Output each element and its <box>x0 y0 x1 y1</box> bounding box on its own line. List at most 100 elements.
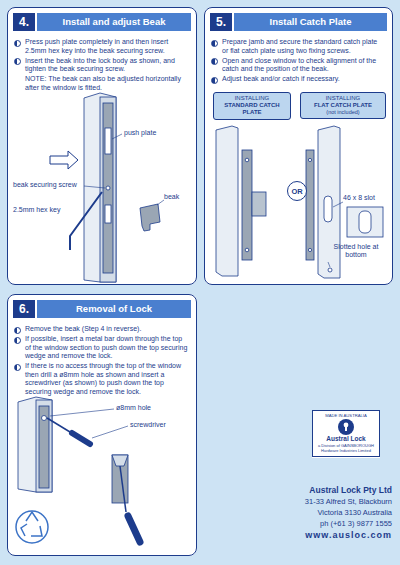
step-number-text: 6. <box>19 302 29 316</box>
tab-text: STANDARD CATCH PLATE <box>216 102 288 116</box>
bullet-row: If there is no access through the top of… <box>14 362 188 396</box>
instruction-text: Insert the beak into the lock body as sh… <box>25 57 188 74</box>
keyhole <box>345 426 347 431</box>
recycle-arrow <box>21 524 27 536</box>
standard-catch-plate <box>242 150 252 260</box>
lock-body <box>112 455 128 503</box>
screwdriver-handle <box>72 433 90 444</box>
recycle-symbol <box>16 511 48 543</box>
part-label: push plate <box>124 129 156 137</box>
or-text: OR <box>291 187 302 196</box>
lock-logo-icon <box>338 419 354 435</box>
screwdriver-shaft <box>47 418 70 432</box>
leader-line <box>333 202 343 207</box>
screwdriver-shaft <box>120 466 126 512</box>
step-number: 5. <box>210 13 232 31</box>
fixing-screw <box>245 248 249 252</box>
step-panel: Install and adjust BeakPress push plate … <box>7 7 197 285</box>
leader-line <box>84 186 105 188</box>
tab-text: INSTALLING <box>216 95 288 102</box>
bullet-icon <box>14 40 21 47</box>
jamb-section <box>216 126 238 276</box>
instruction-text: Prepare jamb and secure the standard cat… <box>222 38 384 55</box>
bullet-icon <box>211 58 218 65</box>
slotted-hole <box>328 268 332 272</box>
step6-drawing <box>16 397 140 543</box>
panel-grounds <box>7 7 393 556</box>
step-instructions: Remove the beak (Step 4 in reverse).If p… <box>14 325 188 398</box>
part-label: www.ausloc.com <box>305 530 392 541</box>
section-face <box>100 97 116 282</box>
leader-line <box>50 409 114 416</box>
screwdriver-handle <box>128 516 140 542</box>
bullet-icon <box>14 58 21 65</box>
instruction-text: Open and close window to check alignment… <box>222 57 384 74</box>
option-tab: INSTALLINGSTANDARD CATCH PLATE <box>213 92 291 120</box>
instruction-text: If possible, insert a metal bar down thr… <box>25 335 188 361</box>
part-label: screwdriver <box>130 421 166 429</box>
logo-text: Austral Lock <box>313 435 379 443</box>
push-arrow <box>50 151 78 169</box>
window-section <box>84 93 116 282</box>
part-label: ø8mm hole <box>116 404 151 412</box>
jamb-section <box>318 126 340 278</box>
part-label: beak <box>164 193 179 201</box>
logo-disc <box>338 419 354 435</box>
instruction-text: NOTE: The beak can also be adjusted hori… <box>25 75 188 92</box>
flat-catch-plate <box>306 150 314 260</box>
section-face <box>36 400 52 492</box>
part-label: 2.5mm hex key <box>13 206 60 214</box>
leader-line <box>112 134 122 139</box>
catch <box>252 192 266 216</box>
tab-text: INSTALLING <box>303 95 383 102</box>
recycle-arrow <box>31 526 42 536</box>
step-number: 4. <box>13 13 35 31</box>
instruction-text: If there is no access through the top of… <box>25 362 188 396</box>
or-circle: OR <box>287 181 307 201</box>
bullet-row: Prepare jamb and secure the standard cat… <box>211 38 384 55</box>
drill-hole <box>42 416 47 421</box>
tab-text: (not included) <box>303 109 383 116</box>
beak-slot <box>105 205 111 223</box>
bullet-icon <box>14 327 21 334</box>
step-title: Install Catch Plate <box>234 13 387 31</box>
fixing-screw <box>308 158 311 161</box>
panel-ground <box>7 294 197 556</box>
securing-screw <box>106 186 110 190</box>
bullet-row: If possible, insert a metal bar down thr… <box>14 335 188 361</box>
option-tab: INSTALLINGFLAT CATCH PLATE(not included) <box>300 92 386 119</box>
step-number-text: 5. <box>216 15 226 29</box>
bullet-icon <box>211 40 218 47</box>
step-instructions: Press push plate completely in and then … <box>14 38 188 94</box>
logo-ground <box>312 410 380 458</box>
bullet-row: Remove the beak (Step 4 in reverse). <box>14 325 188 334</box>
bullet-row: Adjust beak and/or catch if necessary. <box>211 75 384 84</box>
slot <box>324 196 332 222</box>
step-instructions: Prepare jamb and secure the standard cat… <box>211 38 384 85</box>
bullet-row: Press push plate completely in and then … <box>14 38 188 55</box>
instruction-text: Press push plate completely in and then … <box>25 38 188 55</box>
part-label: beak securing screw <box>13 181 77 189</box>
window-section <box>18 397 52 492</box>
beak-part <box>140 204 160 231</box>
bullet-icon <box>14 364 21 371</box>
bullet-icon <box>211 77 218 84</box>
fixing-screw <box>245 158 249 162</box>
step-number-text: 4. <box>19 15 29 29</box>
logo-text: a Division of GAINSBOROUGH Hardware Indu… <box>313 444 379 457</box>
part-label: 31-33 Alfred St, Blackburn <box>305 497 392 506</box>
logo-text: MADE IN AUSTRALIA <box>313 413 379 418</box>
part-label: Slotted hole at bottom <box>326 243 386 260</box>
bullet-icon <box>14 337 21 344</box>
bullet-row: Insert the beak into the lock body as sh… <box>14 57 188 74</box>
push-plate <box>105 128 111 154</box>
step-title: Install and adjust Beak <box>37 13 191 31</box>
instruction-text: Adjust beak and/or catch if necessary. <box>222 75 340 84</box>
panel-ground <box>204 7 393 285</box>
part-label: 46 x 8 slot <box>343 194 375 202</box>
maker-logo: MADE IN AUSTRALIA Austral Locka Division … <box>312 410 380 457</box>
hex-key <box>70 192 102 250</box>
recycle-arrow <box>26 512 38 521</box>
